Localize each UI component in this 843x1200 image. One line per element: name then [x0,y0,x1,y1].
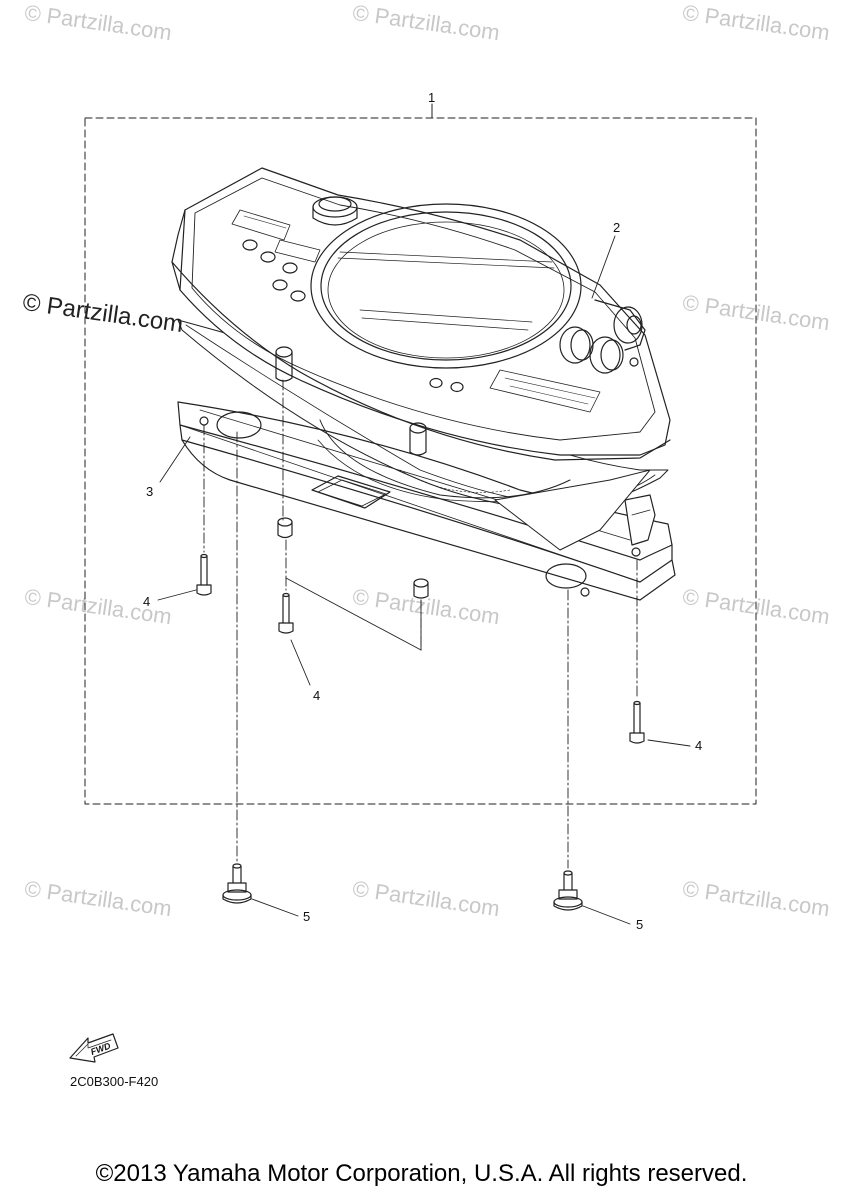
bolt [222,863,252,904]
fwd-arrow-icon [69,1033,119,1063]
gauge-backplate [317,419,651,551]
bolt [553,870,583,911]
callout-4: 4 [313,688,321,703]
callout-1: 1 [428,90,436,105]
meter-housing [171,167,671,461]
callout-2: 2 [613,220,621,235]
callout-5: 5 [303,909,311,924]
copyright-notice: ©2013 Yamaha Motor Corporation, U.S.A. A… [95,1160,748,1187]
callout-3: 3 [146,484,154,499]
callout-4: 4 [143,594,151,609]
callout-5: 5 [636,917,644,932]
leader-lines [157,235,691,925]
screw [278,592,294,634]
screw [629,700,645,744]
screw [196,553,212,596]
part-code: 2C0B300-F420 [70,1074,159,1089]
assembly-boundary [84,117,757,805]
grouping-lines [285,577,422,651]
callout-4: 4 [695,738,703,753]
